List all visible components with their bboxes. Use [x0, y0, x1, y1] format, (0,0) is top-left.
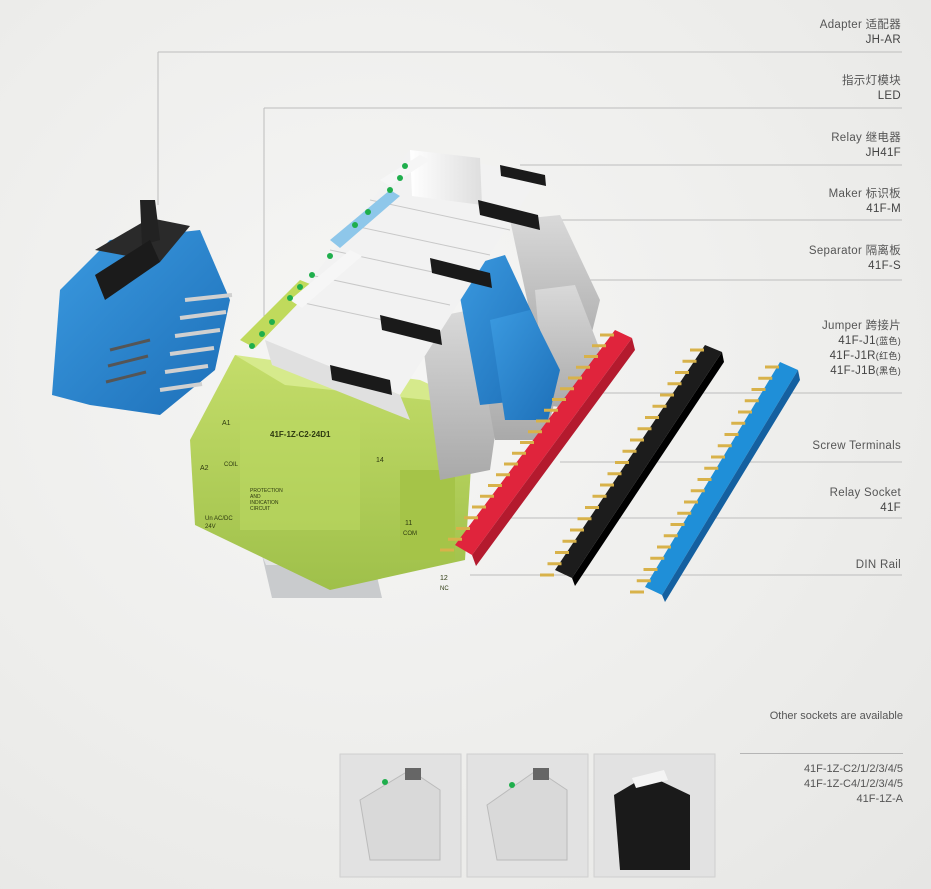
label-name: Separator 隔离板 [808, 245, 901, 257]
other-socket-item: 41F-1Z-C4/1/2/3/4/5 [803, 778, 903, 790]
label-din-rail: DIN Rail [856, 558, 901, 573]
led-modules [240, 155, 430, 348]
label-led: 指示灯模块 LED [842, 74, 901, 104]
other-sockets-title: Other sockets are available [769, 710, 903, 722]
label-name: 指示灯模块 [842, 75, 901, 87]
jumper-code-1: 41F-J1(蓝色) [838, 335, 901, 347]
label-name: Maker 标识板 [828, 188, 901, 200]
voltage-line-1: Un AC/DC [205, 516, 233, 522]
nc-label: NC [440, 586, 449, 592]
terminal-11: 11 [405, 520, 412, 527]
protection-line-3: INDICATION [250, 500, 279, 506]
label-adapter: Adapter 适配器 JH-AR [820, 18, 901, 48]
other-sockets-list: 41F-1Z-C2/1/2/3/4/5 41F-1Z-C4/1/2/3/4/5 … [804, 762, 903, 807]
other-socket-item: 41F-1Z-C2/1/2/3/4/5 [803, 763, 903, 775]
jumper-code-3: 41F-J1B(黑色) [830, 365, 901, 377]
label-code: 41F [880, 502, 901, 514]
label-code: JH41F [865, 147, 901, 159]
label-name: Screw Terminals [812, 440, 901, 452]
label-relay: Relay 继电器 JH41F [831, 131, 901, 161]
label-name: DIN Rail [855, 559, 901, 571]
relays-jh41f [240, 150, 546, 420]
label-screw-terminals: Screw Terminals [812, 439, 901, 454]
label-name: Relay 继电器 [831, 132, 901, 144]
jumper-black [555, 345, 724, 586]
terminal-12: 12 [440, 575, 448, 582]
other-socket-item: 41F-1Z-A [856, 793, 903, 805]
protection-line-4: CIRCUIT [250, 506, 270, 512]
protection-line-2: AND [250, 494, 261, 500]
label-code: JH-AR [865, 34, 901, 46]
label-name: Jumper 跨接片 [821, 320, 901, 332]
label-code: 41F-S [868, 260, 901, 272]
label-relay-socket: Relay Socket 41F [830, 486, 901, 516]
com-label: COM [403, 531, 417, 537]
label-jumper: Jumper 跨接片 41F-J1(蓝色) 41F-J1R(红色) 41F-J1… [822, 319, 901, 379]
coil-label: COIL [224, 462, 239, 468]
label-code: 41F-M [866, 203, 901, 215]
separator-41f-s [455, 255, 560, 420]
socket-printing: 41F-1Z-C2-24D1 A1 A2 COIL PROTECTION AND… [200, 420, 449, 592]
jumper-red [455, 330, 635, 566]
label-code: LED [877, 90, 901, 102]
label-name: Relay Socket [829, 487, 901, 499]
divider [740, 753, 903, 754]
label-maker: Maker 标识板 41F-M [829, 187, 901, 217]
voltage-line-2: 24V [205, 524, 216, 530]
protection-line-1: PROTECTION [250, 488, 283, 494]
a2-label: A2 [200, 465, 209, 472]
jumper-pins [440, 333, 779, 594]
a1-label: A1 [222, 420, 231, 427]
terminal-14: 14 [376, 457, 384, 464]
jumper-code-2: 41F-J1R(红色) [829, 350, 901, 362]
label-separator: Separator 隔离板 41F-S [809, 244, 901, 274]
other-socket-images [339, 753, 716, 878]
jumper-blue [645, 362, 800, 602]
label-name: Adapter 适配器 [819, 19, 901, 31]
model-label: 41F-1Z-C2-24D1 [270, 430, 331, 439]
adapter-jh-ar [52, 200, 233, 415]
